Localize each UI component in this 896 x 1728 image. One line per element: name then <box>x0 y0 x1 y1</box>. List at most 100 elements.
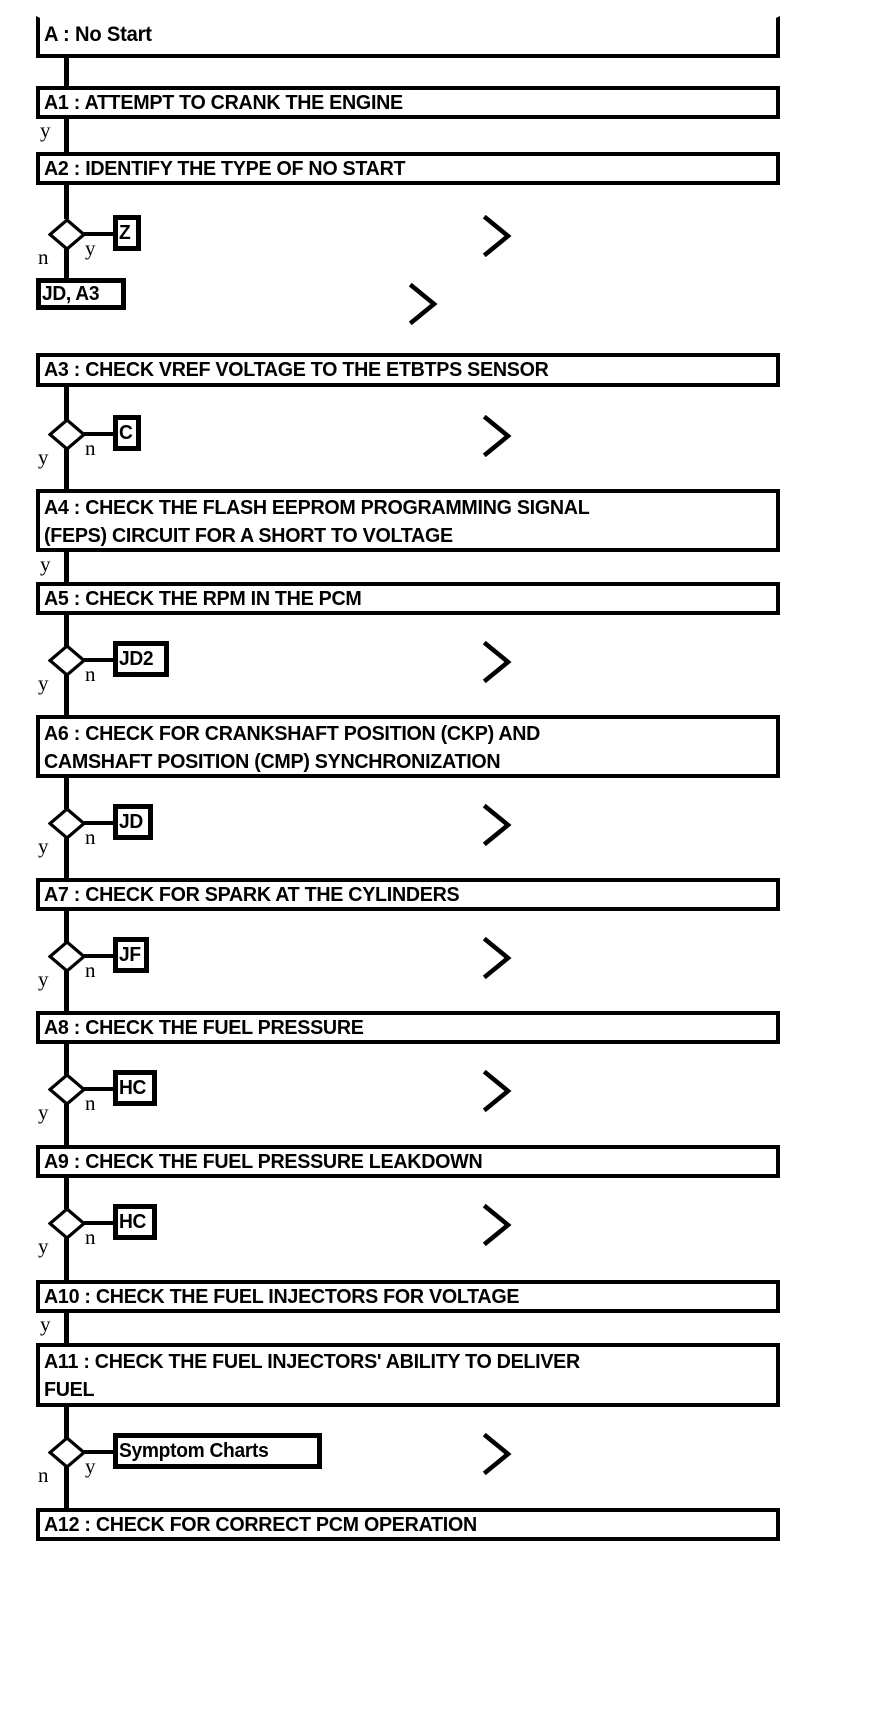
node-A8-label: A8 : CHECK THE FUEL PRESSURE <box>44 1016 364 1039</box>
decision-A6-right-edge <box>84 821 116 825</box>
node-A10-label: A10 : CHECK THE FUEL INJECTORS FOR VOLTA… <box>44 1285 520 1308</box>
decision-A3-right-edge <box>84 432 116 436</box>
tag-HC-1-label: HC <box>118 1077 147 1099</box>
node-A12-label: A12 : CHECK FOR CORRECT PCM OPERATION <box>44 1513 477 1536</box>
decision-A7-label-no: n <box>85 958 96 982</box>
node-A8[interactable]: A8 : CHECK THE FUEL PRESSURE <box>36 1011 780 1044</box>
tag-JF[interactable]: JF <box>113 937 149 973</box>
tag-HC-1[interactable]: HC <box>113 1070 157 1106</box>
decision-A11-label-yes: y <box>85 1454 96 1478</box>
tag-HC-2[interactable]: HC <box>113 1204 157 1240</box>
node-A6[interactable]: A6 : CHECK FOR CRANKSHAFT POSITION (CKP)… <box>36 715 780 778</box>
decision-A9-label-no: n <box>85 1225 96 1249</box>
connector-A9-to-decision7 <box>64 1176 69 1209</box>
decision-A5-label-no: n <box>85 662 96 686</box>
tag-JD-A3-label: JD, A3 <box>41 283 100 305</box>
connector-decision5-to-A8 <box>64 971 69 1012</box>
tag-C[interactable]: C <box>113 415 141 451</box>
node-A4[interactable]: A4 : CHECK THE FLASH EEPROM PROGRAMMING … <box>36 489 780 552</box>
tag-JD2[interactable]: JD2 <box>113 641 169 677</box>
chevron-icon-4 <box>482 641 514 683</box>
connector-decision1-to-tagJDA3 <box>64 249 69 280</box>
chevron-icon-1 <box>482 215 514 257</box>
connector-A3-to-decision2 <box>64 385 69 420</box>
edge-label-A4-yes: y <box>40 552 51 576</box>
decision-A2-label-yes: y <box>85 236 96 260</box>
connector-decision6-to-A9 <box>64 1104 69 1145</box>
decision-A2[interactable] <box>48 218 86 251</box>
chevron-icon-5 <box>482 804 514 846</box>
chevron-icon-8 <box>482 1204 514 1246</box>
tag-JD-A3[interactable]: JD, A3 <box>36 278 126 310</box>
connector-A2-to-decision1 <box>64 183 69 219</box>
decision-A6[interactable] <box>48 807 86 840</box>
decision-A7[interactable] <box>48 940 86 973</box>
node-A3-label: A3 : CHECK VREF VOLTAGE TO THE ETBTPS SE… <box>44 358 549 381</box>
tag-JD[interactable]: JD <box>113 804 153 840</box>
connector-A10-to-A11 <box>64 1311 69 1343</box>
decision-A9[interactable] <box>48 1207 86 1240</box>
decision-A11[interactable] <box>48 1436 86 1469</box>
connector-A11-to-decision8 <box>64 1405 69 1438</box>
decision-A7-right-edge <box>84 954 116 958</box>
tag-C-label: C <box>118 422 133 444</box>
chevron-icon-2 <box>408 283 440 325</box>
connector-decision4-to-A7 <box>64 838 69 879</box>
chevron-icon-6 <box>482 937 514 979</box>
tag-symptom-charts[interactable]: Symptom Charts <box>113 1433 322 1469</box>
connector-decision7-to-A10 <box>64 1238 69 1280</box>
decision-A9-right-edge <box>84 1221 116 1225</box>
decision-A5-label-yes: y <box>38 671 49 695</box>
connector-A6-to-decision4 <box>64 776 69 809</box>
chevron-icon-3 <box>482 415 514 457</box>
tag-HC-2-label: HC <box>118 1211 147 1233</box>
decision-A3[interactable] <box>48 418 86 451</box>
node-A1[interactable]: A1 : ATTEMPT TO CRANK THE ENGINE <box>36 86 780 119</box>
node-A12[interactable]: A12 : CHECK FOR CORRECT PCM OPERATION <box>36 1508 780 1541</box>
decision-A11-label-no: n <box>38 1463 49 1487</box>
decision-A2-right-edge <box>84 232 116 236</box>
node-A5[interactable]: A5 : CHECK THE RPM IN THE PCM <box>36 582 780 615</box>
node-A11-label: A11 : CHECK THE FUEL INJECTORS' ABILITY … <box>44 1350 580 1401</box>
chevron-icon-7 <box>482 1070 514 1112</box>
decision-A7-label-yes: y <box>38 967 49 991</box>
decision-A5[interactable] <box>48 644 86 677</box>
node-A2-label: A2 : IDENTIFY THE TYPE OF NO START <box>44 157 406 180</box>
decision-A8-right-edge <box>84 1087 116 1091</box>
node-A3[interactable]: A3 : CHECK VREF VOLTAGE TO THE ETBTPS SE… <box>36 353 780 387</box>
node-A11[interactable]: A11 : CHECK THE FUEL INJECTORS' ABILITY … <box>36 1343 780 1407</box>
tag-JD2-label: JD2 <box>118 648 154 670</box>
decision-A11-right-edge <box>84 1450 116 1454</box>
decision-A3-label-no: n <box>85 436 96 460</box>
node-A5-label: A5 : CHECK THE RPM IN THE PCM <box>44 587 362 610</box>
node-A2[interactable]: A2 : IDENTIFY THE TYPE OF NO START <box>36 152 780 185</box>
node-A10[interactable]: A10 : CHECK THE FUEL INJECTORS FOR VOLTA… <box>36 1280 780 1313</box>
connector-A1-to-A2 <box>64 117 69 153</box>
edge-label-A1-yes: y <box>40 118 51 142</box>
connector-decision3-to-A6 <box>64 675 69 716</box>
tag-symptom-charts-label: Symptom Charts <box>118 1440 269 1462</box>
node-A-label: A : No Start <box>44 23 152 46</box>
decision-A5-right-edge <box>84 658 116 662</box>
connector-decision8-to-A12 <box>64 1467 69 1509</box>
connector-A-to-A1 <box>64 56 69 88</box>
decision-A8[interactable] <box>48 1073 86 1106</box>
connector-decision2-to-A4 <box>64 449 69 490</box>
decision-A6-label-no: n <box>85 825 96 849</box>
chevron-icon-9 <box>482 1433 514 1475</box>
node-A4-label: A4 : CHECK THE FLASH EEPROM PROGRAMMING … <box>44 496 590 547</box>
tag-Z-label: Z <box>118 222 131 244</box>
decision-A8-label-yes: y <box>38 1100 49 1124</box>
decision-A2-label-no: n <box>38 245 49 269</box>
connector-A7-to-decision5 <box>64 909 69 942</box>
node-A7[interactable]: A7 : CHECK FOR SPARK AT THE CYLINDERS <box>36 878 780 911</box>
tag-Z[interactable]: Z <box>113 215 141 251</box>
decision-A9-label-yes: y <box>38 1234 49 1258</box>
node-A[interactable]: A : No Start <box>36 16 780 58</box>
node-A9[interactable]: A9 : CHECK THE FUEL PRESSURE LEAKDOWN <box>36 1145 780 1178</box>
node-A7-label: A7 : CHECK FOR SPARK AT THE CYLINDERS <box>44 883 460 906</box>
node-A6-label: A6 : CHECK FOR CRANKSHAFT POSITION (CKP)… <box>44 722 541 773</box>
decision-A6-label-yes: y <box>38 834 49 858</box>
connector-A5-to-decision3 <box>64 613 69 646</box>
